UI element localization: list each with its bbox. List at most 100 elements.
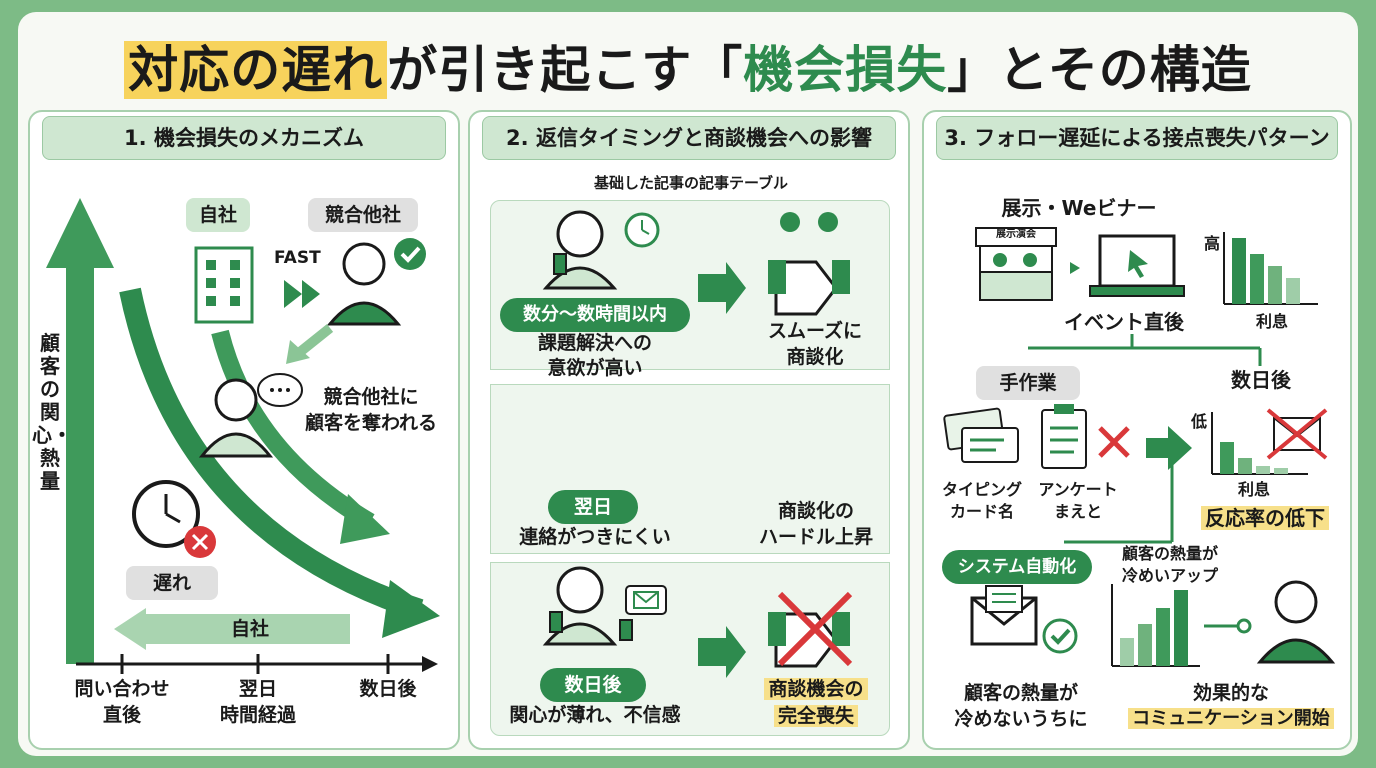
row2-result-2: ハードル上昇 — [758, 526, 873, 548]
happy-person-icon — [542, 210, 618, 290]
businessman-icon — [1256, 580, 1336, 664]
building-icon — [194, 246, 254, 324]
panel3-header: 3. フォロー遅延による接点喪失パターン — [936, 116, 1338, 160]
competitor-tag: 競合他社 — [308, 198, 418, 232]
y-arrow-head — [46, 198, 114, 268]
self-tag: 自社 — [186, 198, 250, 232]
profit-label-2: 利息 — [1237, 480, 1270, 499]
heat-keep-line-2: 冷めないうちに — [954, 708, 1088, 730]
tick-label-3a: 数日後 — [359, 678, 417, 700]
row-card-2 — [490, 384, 890, 554]
steal-arrow-line — [296, 324, 334, 356]
x-mark-icon — [184, 526, 216, 558]
panel2-header: 2. 返信タイミングと商談機会への影響 — [482, 116, 896, 160]
fast-arrow-1 — [284, 280, 302, 308]
panel-timing: 2. 返信タイミングと商談機会への影響 基础した記事の記事テーブル — [468, 110, 910, 750]
auto-tag: システム自動化 — [942, 550, 1092, 584]
tick-label-1b: 直後 — [102, 704, 141, 726]
row3-result-1: 商談機会の — [746, 678, 886, 702]
effective-line-2: コミュニケーション開始 — [1120, 708, 1342, 731]
row2-desc-1: 連絡がつきにくい — [519, 526, 671, 548]
y-arrow-shaft — [66, 262, 94, 664]
tick-label-2b: 時間経過 — [219, 704, 296, 726]
panel-mechanism: 1. 機会損失のメカニズム — [28, 110, 460, 750]
business-card-icon — [943, 407, 1019, 463]
heat-up-line-1: 顧客の熱量が — [1121, 544, 1218, 563]
panel-follow: 3. フォロー遅延による接点喪失パターン — [922, 110, 1352, 750]
heat-keep-line-1: 顧客の熱量が — [963, 682, 1078, 704]
row3-desc-1: 関心が薄れ、不信感 — [509, 704, 681, 726]
customer-icon — [198, 378, 274, 458]
effective-line-1: 効果的な — [1192, 682, 1269, 704]
steal-arrow-head — [286, 340, 310, 364]
panel1-header: 1. 機会損失のメカニズム — [42, 116, 446, 160]
effective-line-2-text: コミュニケーション開始 — [1128, 708, 1334, 729]
typing-line-1: タイピング — [941, 480, 1022, 499]
handshake-icon — [768, 212, 850, 316]
x-axis-head — [422, 656, 438, 672]
title-keyword: 機会損失 — [743, 41, 948, 99]
manual-arrow — [1146, 426, 1192, 470]
tick-label-2a: 翌日 — [238, 678, 277, 700]
self-bar-label: 自社 — [230, 618, 269, 640]
high-bar-chart — [1223, 232, 1318, 305]
booth-sign: 展示演会 — [996, 229, 1036, 240]
title-mid: が引き起こす「 — [387, 41, 744, 99]
red-x-icon — [1098, 426, 1130, 458]
row3-result-2: 完全喪失 — [746, 705, 886, 729]
panel2-subtitle: 基础した記事の記事テーブル — [593, 174, 789, 192]
profit-label-1: 利息 — [1255, 312, 1288, 331]
speech-bubble-icon — [257, 373, 303, 407]
response-drop-label: 反応率の低下 — [1190, 506, 1340, 531]
row1-desc-1: 課題解決への — [537, 332, 652, 354]
panel1-graphics — [46, 198, 440, 674]
event-title: 展示・Weビナー — [1001, 196, 1157, 220]
fast-label: FAST — [274, 248, 321, 268]
row3-result-2-text: 完全喪失 — [773, 705, 858, 727]
row1-result-2: 商談化 — [786, 346, 844, 368]
clipboard-icon — [1041, 404, 1087, 469]
self-bar-head — [114, 608, 146, 650]
row2-tag: 翌日 — [548, 490, 638, 524]
row1-arrow — [698, 262, 746, 314]
booth-arrow — [1070, 262, 1080, 274]
decay-arrow-main — [382, 580, 440, 638]
row3-result-1-text: 商談機会の — [764, 678, 868, 700]
y-axis-label: 顧客の関心・熱量 — [32, 331, 72, 493]
high-label: 高 — [1203, 234, 1220, 253]
mail-bubble-icon-2 — [625, 585, 667, 615]
email-icon — [970, 585, 1038, 646]
survey-line-2: まえと — [1053, 502, 1102, 521]
title-highlight: 対応の遅れ — [124, 41, 388, 99]
check-icon — [394, 238, 426, 270]
survey-line-1: アンケート — [1038, 480, 1118, 499]
event-after-label: イベント直後 — [1064, 310, 1184, 334]
decay-curve-main — [119, 287, 424, 621]
row3-arrow-2 — [698, 626, 746, 678]
title-end: 」とその構造 — [947, 41, 1252, 99]
panel2-graphics-row3 — [542, 566, 853, 678]
distrust-person-icon-2 — [542, 566, 633, 646]
decay-curve-second — [211, 329, 375, 530]
booth-icon — [975, 227, 1057, 301]
stolen-line-2: 顧客を奪われる — [304, 412, 438, 434]
row3-tag: 数日後 — [540, 668, 646, 702]
row1-desc-2: 意欲が高い — [547, 357, 643, 379]
businessman-icon — [326, 242, 402, 326]
connector-dot — [1236, 618, 1252, 634]
rising-bar-chart — [1111, 584, 1200, 667]
typing-line-2: カード名 — [949, 502, 1014, 521]
tick-label-1a: 問い合わせ — [74, 678, 170, 700]
manual-tag: 手作業 — [976, 366, 1080, 400]
response-drop-text: 反応率の低下 — [1201, 506, 1329, 530]
low-bar-chart — [1211, 412, 1308, 475]
days-after-label: 数日後 — [1231, 368, 1291, 392]
self-bar — [144, 614, 350, 644]
clock-icon — [624, 212, 660, 248]
heat-up-line-2: 冷めいアップ — [1121, 566, 1218, 585]
broken-handshake-icon-2 — [768, 591, 853, 668]
row2-result-1: 商談化の — [777, 500, 854, 522]
row1-tag: 数分～数時間以内 — [500, 298, 690, 332]
laptop-icon — [1089, 234, 1185, 297]
